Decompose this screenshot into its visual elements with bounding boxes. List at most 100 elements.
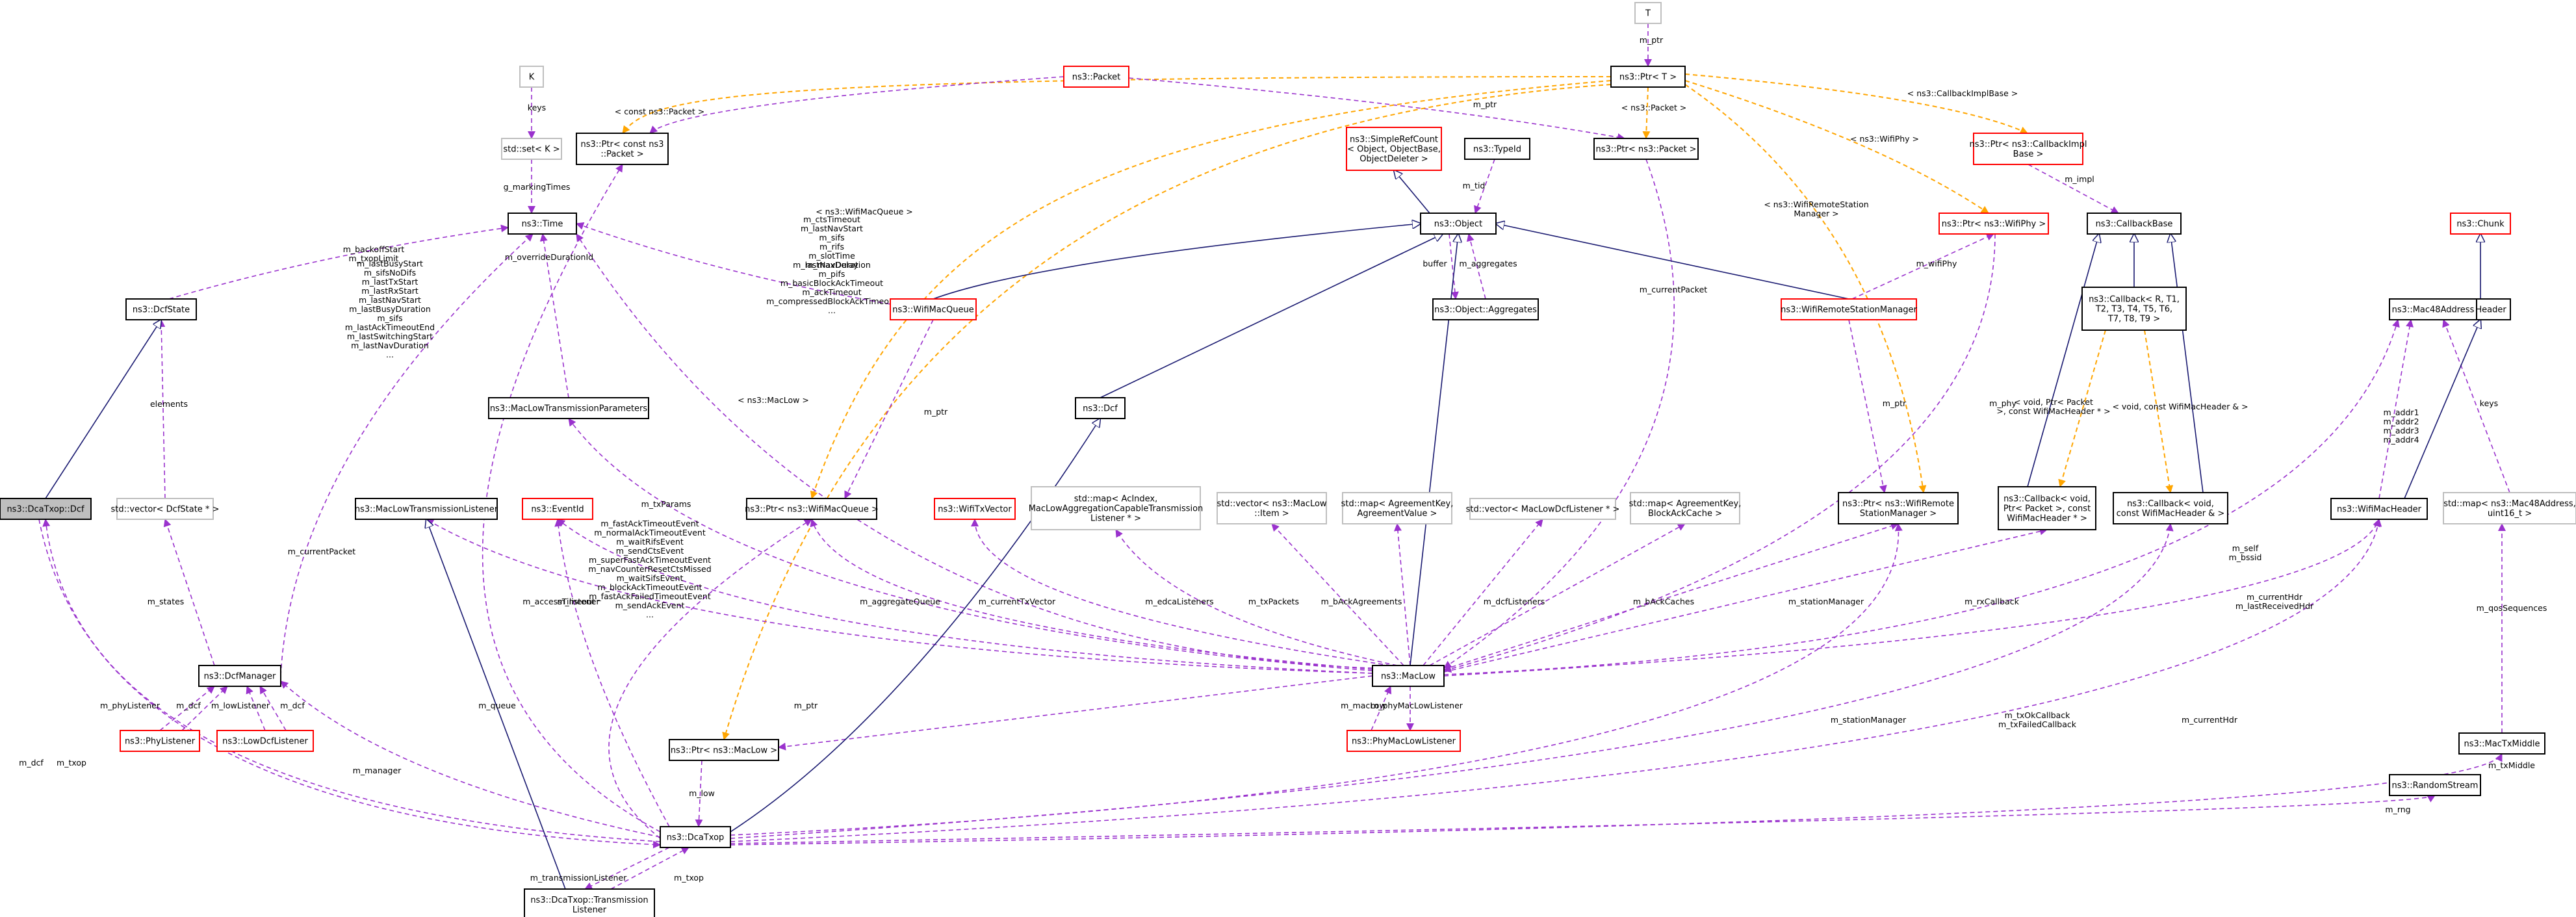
node-dca-txop[interactable]: ns3::DcaTxop: [660, 826, 731, 848]
edge-path: [1443, 159, 1675, 669]
edge-path: [163, 519, 215, 666]
node-box: [125, 298, 197, 320]
node-label-line: ns3::DcfManager: [204, 672, 276, 682]
node-label-line: ns3::WifiMacHeader: [2337, 505, 2422, 515]
edge-label-queue: m_queue: [478, 701, 516, 710]
node-label-line: ns3::EventId: [531, 505, 584, 515]
node-phy-mac-low-listener[interactable]: ns3::PhyMacLowListener: [1346, 730, 1461, 752]
node-vector-maclow-item[interactable]: std::vector< ns3::MacLow::Item >: [1217, 492, 1327, 524]
node-time[interactable]: ns3::Time: [508, 213, 577, 235]
node-box: [1634, 2, 1662, 24]
node-set-k[interactable]: std::set< K >: [501, 138, 562, 160]
node-mac-tx-middle[interactable]: ns3::MacTxMiddle: [2458, 732, 2545, 755]
node-label: std::vector< DcfState * >: [111, 505, 220, 515]
edge-path: [1474, 159, 1495, 214]
node-mac-low[interactable]: ns3::MacLow: [1372, 665, 1445, 687]
node-label: ns3::Ptr< ns3::Packet >: [1596, 145, 1697, 155]
node-label-line: ns3::Ptr< ns3::MacLow >: [671, 746, 777, 756]
node-macl-tx-params[interactable]: ns3::MacLowTransmissionParameters: [488, 397, 649, 419]
node-label-line: ns3::Dcf: [1083, 404, 1118, 414]
edge-tx-ok: [730, 523, 2174, 839]
node-vector-dcfstate[interactable]: std::vector< DcfState * >: [111, 498, 220, 520]
edge-low-listener: [246, 686, 266, 731]
node-wifi-tx-vector[interactable]: ns3::WifiTxVector: [934, 498, 1016, 520]
node-wifi-mac-header[interactable]: ns3::WifiMacHeader: [2330, 498, 2428, 520]
node-mac48[interactable]: ns3::Mac48Address: [2389, 298, 2477, 320]
edge-label-impl: m_impl: [2065, 174, 2094, 184]
node-phy-listener[interactable]: ns3::PhyListener: [120, 730, 200, 752]
node-object[interactable]: ns3::Object: [1420, 213, 1497, 235]
node-label: ns3::Ptr< ns3::MacLow >: [671, 746, 777, 756]
edge-queue: [608, 519, 812, 839]
edge-ptr-packet-use: [1128, 77, 1625, 141]
edge-label-line: m_compressedBlockAckTimeout: [766, 296, 897, 306]
node-label-line: std::set< K >: [503, 145, 560, 155]
node-event-id[interactable]: ns3::EventId: [522, 498, 593, 520]
edge-label-rng: m_rng: [2385, 805, 2410, 814]
node-low-dcf-listener[interactable]: ns3::LowDcfListener: [216, 730, 314, 752]
edge-mac-low-back: [1371, 686, 1392, 731]
edge-path: [1449, 233, 1459, 300]
node-label: ns3::DcaTxop::Dcf: [6, 505, 84, 515]
node-map-agreement-value[interactable]: std::map< AgreementKey,AgreementValue >: [1341, 492, 1454, 524]
edge-listener: [426, 519, 1373, 674]
node-label: ns3::DcaTxop: [667, 833, 725, 843]
node-ptr-maclow[interactable]: ns3::Ptr< ns3::MacLow >: [669, 739, 779, 761]
node-ptr-t[interactable]: ns3::Ptr< T >: [1610, 66, 1686, 88]
edge-ptr-maclow: [778, 675, 1373, 751]
node-box: [501, 138, 562, 160]
edge-label-line: m_blockAckTimeoutEvent: [598, 582, 702, 592]
node-map-mac48[interactable]: std::map< ns3::Mac48Address,uint16_t >: [2443, 492, 2576, 524]
node-aggregates[interactable]: ns3::Object::Aggregates: [1432, 298, 1539, 320]
node-label: std::vector< MacLowDcfListener * >: [1466, 505, 1620, 515]
node-box: [1469, 498, 1616, 520]
edge-rx-callback: [1443, 527, 2048, 673]
node-map-acindex[interactable]: std::map< AcIndex,MacLowAggregationCapab…: [1029, 486, 1204, 530]
node-callback-r-t[interactable]: ns3::Callback< R, T1,T2, T3, T4, T5, T6,…: [2081, 287, 2187, 331]
node-dcf-manager[interactable]: ns3::DcfManager: [198, 665, 281, 687]
edge-path: [730, 523, 1903, 836]
node-label: ns3::Time: [522, 220, 563, 229]
node-box: [519, 66, 544, 88]
node-ptr-packet[interactable]: ns3::Ptr< ns3::Packet >: [1593, 138, 1699, 160]
node-label: ns3::Dcf: [1083, 404, 1118, 414]
node-dca-txop-dcf[interactable]: ns3::DcaTxop::Dcf: [0, 498, 92, 520]
node-chunk[interactable]: ns3::Chunk: [2450, 213, 2511, 235]
node-label-line: Ptr< Packet >, const: [2003, 504, 2091, 514]
edge-elements: [157, 319, 166, 499]
node-label-line: ns3::MacLowTransmissionParameters: [490, 404, 648, 414]
node-simple-ref[interactable]: ns3::SimpleRefCount< Object, ObjectBase,…: [1346, 127, 1442, 171]
node-random-stream[interactable]: ns3::RandomStream: [2389, 774, 2481, 796]
node-remote-station-manager[interactable]: ns3::WifiRemoteStationManager: [1781, 298, 1918, 320]
edge-label-maxdelay: m_maxDelay: [805, 260, 858, 270]
node-map-agreement-blockack[interactable]: std::map< AgreementKey,BlockAckCache >: [1629, 492, 1742, 524]
node-ptr-const-packet[interactable]: ns3::Ptr< const ns3::Packet >: [576, 133, 669, 165]
edge-path: [971, 519, 1391, 666]
node-T[interactable]: T: [1634, 2, 1662, 24]
node-callback-void-header[interactable]: ns3::Callback< void,const WifiMacHeader …: [2113, 492, 2228, 524]
node-vector-low-dcf-listener[interactable]: std::vector< MacLowDcfListener * >: [1466, 498, 1620, 520]
node-wifi-mac-queue[interactable]: ns3::WifiMacQueue: [890, 298, 977, 320]
edge-label-wifiphy-tmpl: < ns3::WifiPhy >: [1850, 134, 1919, 144]
edge-labels-layer: m_ptr< const ns3::Packet >keysg_markingT…: [19, 35, 2547, 883]
edge-path: [181, 686, 228, 731]
node-typeid[interactable]: ns3::TypeId: [1464, 138, 1530, 160]
node-box: [1063, 66, 1129, 88]
node-ptr-wifiphy[interactable]: ns3::Ptr< ns3::WifiPhy >: [1938, 213, 2049, 235]
node-ptr-wifimacqueue[interactable]: ns3::Ptr< ns3::WifiMacQueue >: [745, 498, 879, 520]
node-dcf[interactable]: ns3::Dcf: [1075, 397, 1126, 419]
node-dcf-state[interactable]: ns3::DcfState: [125, 298, 197, 320]
edge-path: [1128, 77, 1625, 141]
node-callback-base[interactable]: ns3::CallbackBase: [2087, 213, 2182, 235]
node-callback-void-ptr-packet[interactable]: ns3::Callback< void,Ptr< Packet >, const…: [1998, 486, 2096, 530]
edge-label-line: m_txPackets: [1248, 597, 1299, 606]
node-k[interactable]: K: [519, 66, 544, 88]
node-label-line: ::Packet >: [600, 149, 643, 159]
edge-label-ptr-maclow: m_ptr: [794, 701, 818, 710]
node-packet[interactable]: ns3::Packet: [1063, 66, 1129, 88]
node-label: ns3::PhyListener: [125, 737, 196, 747]
node-mac-low-tx-listener[interactable]: ns3::MacLowTransmissionListener: [355, 498, 498, 520]
